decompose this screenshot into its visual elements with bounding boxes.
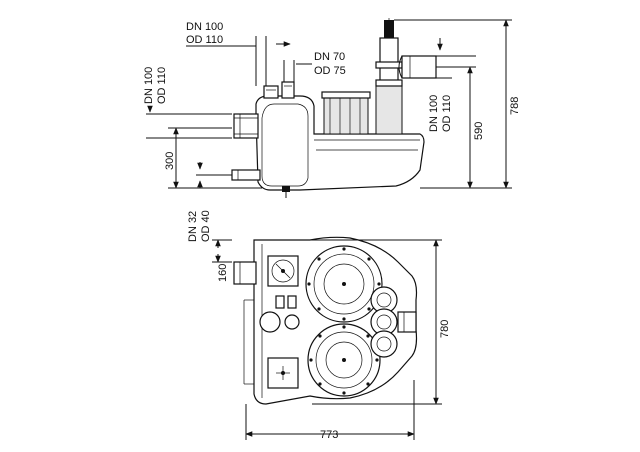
plan-dimensions: 160 780 773 (212, 239, 451, 441)
vent-dn-label: DN 70 (314, 51, 345, 63)
drain-dn-label: DN 32 (187, 211, 199, 242)
inlet-offset-dim: 160 (217, 264, 229, 282)
pump-unit-3 (370, 330, 398, 358)
top-inlet-dn-label: DN 100 (186, 21, 223, 33)
vent-port-small (284, 314, 300, 330)
total-height-dim: 788 (509, 97, 521, 115)
plan-inlet-nozzle (233, 261, 257, 285)
side-inlet-od-label: OD 110 (156, 67, 168, 104)
outlet-pipe (401, 55, 437, 79)
motor-housing (323, 95, 369, 135)
plan-view (233, 236, 418, 405)
drain-pipe (231, 169, 261, 181)
plan-outlet-flange (397, 311, 417, 333)
vent-od-label: OD 75 (314, 65, 346, 77)
vent-stub (281, 81, 295, 99)
gate-valve (375, 79, 403, 135)
width-dim: 773 (320, 429, 338, 441)
vent-port-large (259, 311, 281, 333)
outlet-od-label: OD 110 (441, 95, 453, 132)
top-inlet-stub (263, 85, 279, 99)
outlet-dn-label: DN 100 (428, 95, 440, 132)
outlet-height-dim: 590 (473, 122, 485, 140)
side-dimensions: DN 100 OD 110 DN 70 OD 75 DN 100 OD 110 … (143, 19, 521, 242)
side-view (231, 18, 437, 198)
side-inlet-pipe (233, 113, 259, 139)
inlet-height-dim: 300 (164, 152, 176, 170)
side-inlet-dn-label: DN 100 (143, 67, 155, 104)
top-inlet-od-label: OD 110 (186, 34, 223, 46)
depth-dim: 780 (439, 320, 451, 338)
drain-od-label: OD 40 (200, 210, 212, 242)
